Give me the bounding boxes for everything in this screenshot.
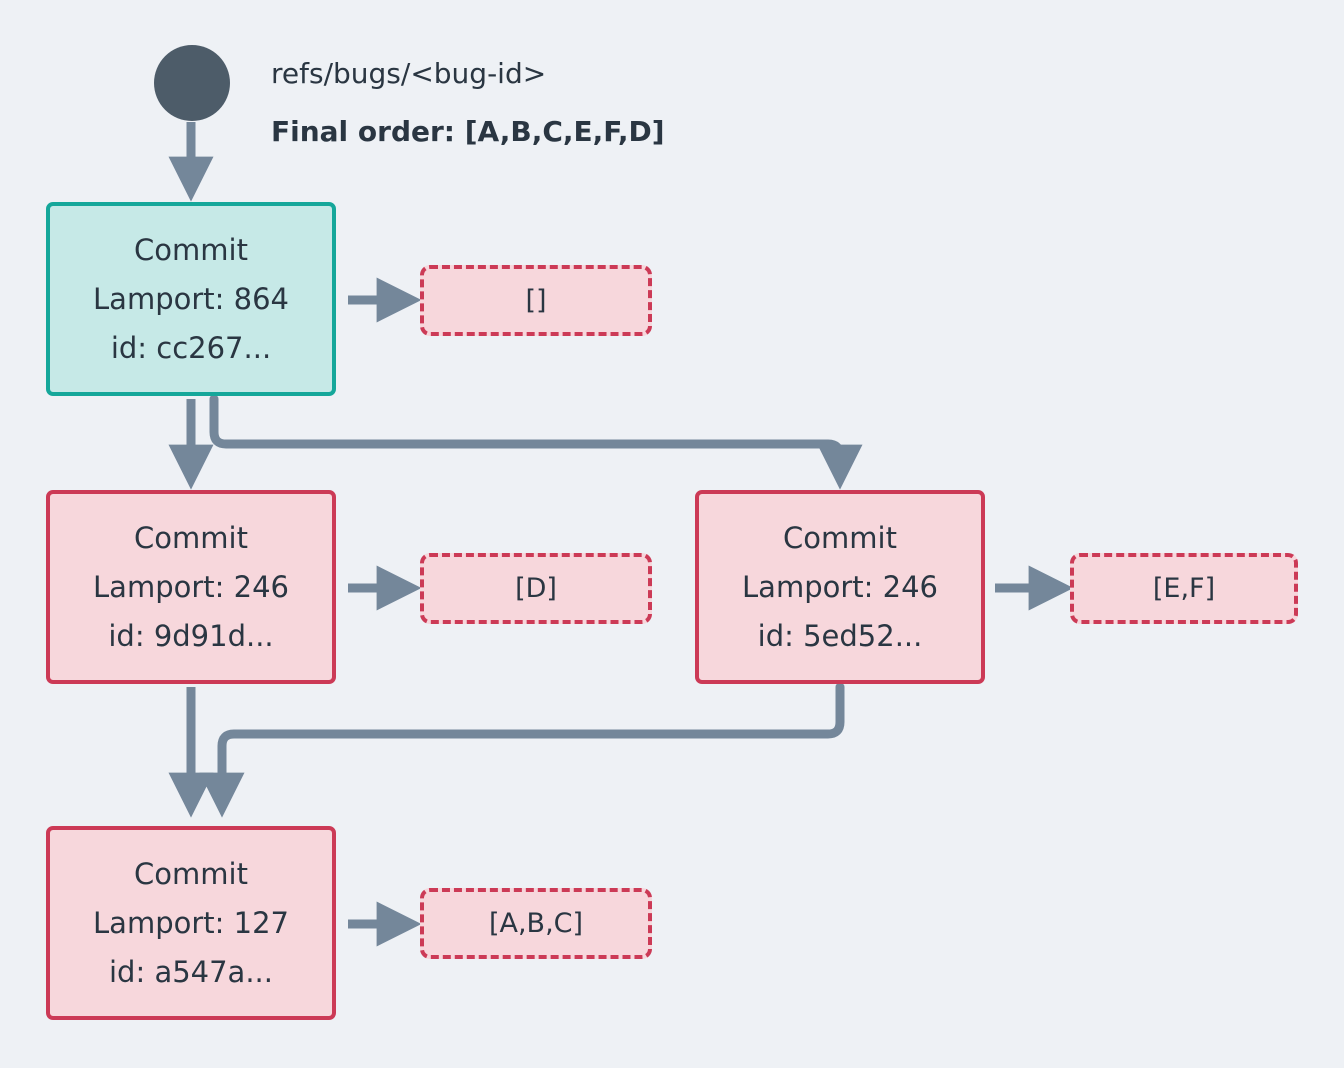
commit-node-left-mid[interactable]: Commit Lamport: 246 id: 9d91d... xyxy=(46,490,336,684)
ops-box-root: [A,B,C] xyxy=(420,888,652,959)
commit-label: Commit xyxy=(134,520,248,555)
ops-label: [E,F] xyxy=(1152,573,1216,604)
ref-name-label: refs/bugs/<bug-id> xyxy=(271,57,547,90)
ops-label: [D] xyxy=(515,573,557,604)
commit-label: Commit xyxy=(783,520,897,555)
edge-right-mid-to-root-commit xyxy=(199,682,845,818)
commit-id: id: cc267... xyxy=(110,330,272,365)
commit-lamport: Lamport: 127 xyxy=(93,905,289,940)
edge-head-to-right-mid xyxy=(209,394,863,490)
commit-node-root[interactable]: Commit Lamport: 127 id: a547a... xyxy=(46,826,336,1020)
ops-box-head: [] xyxy=(420,265,652,336)
final-order-label: Final order: [A,B,C,E,F,D] xyxy=(271,115,665,148)
commit-lamport: Lamport: 246 xyxy=(93,569,289,604)
commit-label: Commit xyxy=(134,232,248,267)
ops-box-right-mid: [E,F] xyxy=(1070,553,1298,624)
commit-id: id: a547a... xyxy=(108,954,273,989)
commit-label: Commit xyxy=(134,856,248,891)
commit-node-head[interactable]: Commit Lamport: 864 id: cc267... xyxy=(46,202,336,396)
commit-lamport: Lamport: 246 xyxy=(742,569,938,604)
commit-id: id: 5ed52... xyxy=(757,618,923,653)
ops-label: [A,B,C] xyxy=(488,908,584,939)
commit-id: id: 9d91d... xyxy=(108,618,274,653)
ops-box-left-mid: [D] xyxy=(420,553,652,624)
commit-node-right-mid[interactable]: Commit Lamport: 246 id: 5ed52... xyxy=(695,490,985,684)
root-dot xyxy=(154,45,230,121)
commit-lamport: Lamport: 864 xyxy=(93,281,289,316)
ops-label: [] xyxy=(525,285,547,316)
